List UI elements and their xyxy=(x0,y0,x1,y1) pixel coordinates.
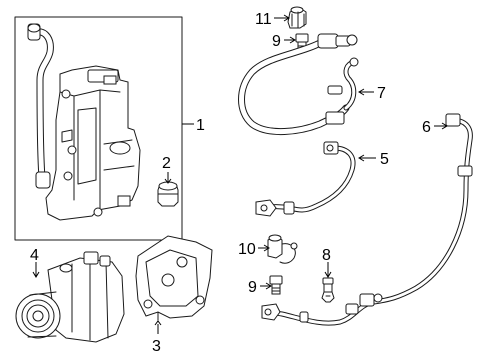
callout-8: 8 xyxy=(322,247,331,264)
grommet xyxy=(157,181,179,207)
arrow-4 xyxy=(32,271,40,278)
arrow-11 xyxy=(283,14,290,22)
mounting-bracket xyxy=(135,235,213,321)
arrow-5 xyxy=(358,154,365,162)
arrow-6 xyxy=(441,122,448,130)
callout-4: 4 xyxy=(30,247,39,264)
callout-7: 7 xyxy=(377,85,386,102)
callout-3: 3 xyxy=(152,338,161,355)
service-cap-upper xyxy=(287,6,307,29)
callout-5: 5 xyxy=(380,151,389,168)
ac-line-5 xyxy=(255,141,356,217)
callout-9b: 9 xyxy=(248,279,257,296)
callout-6: 6 xyxy=(422,119,431,136)
reservoir-assembly xyxy=(14,16,183,241)
arrow-7 xyxy=(358,88,365,96)
valve-core-lower xyxy=(269,275,283,295)
arrow-10 xyxy=(263,244,270,252)
arrow-2 xyxy=(164,178,172,184)
arrow-3 xyxy=(154,320,162,326)
arrow-9a xyxy=(289,36,296,44)
callout-10: 10 xyxy=(238,241,256,258)
pressure-sensor xyxy=(321,277,335,303)
ac-compressor xyxy=(15,251,125,343)
callout-1: 1 xyxy=(196,117,205,134)
callout-2: 2 xyxy=(162,155,171,172)
callout-9a: 9 xyxy=(272,33,281,50)
service-cap-lower xyxy=(267,234,298,264)
ac-line-6 xyxy=(261,113,473,326)
arrow-8 xyxy=(324,271,332,278)
callout-11: 11 xyxy=(255,11,272,28)
ac-hose-7 xyxy=(238,33,359,136)
arrow-9b xyxy=(265,282,272,290)
